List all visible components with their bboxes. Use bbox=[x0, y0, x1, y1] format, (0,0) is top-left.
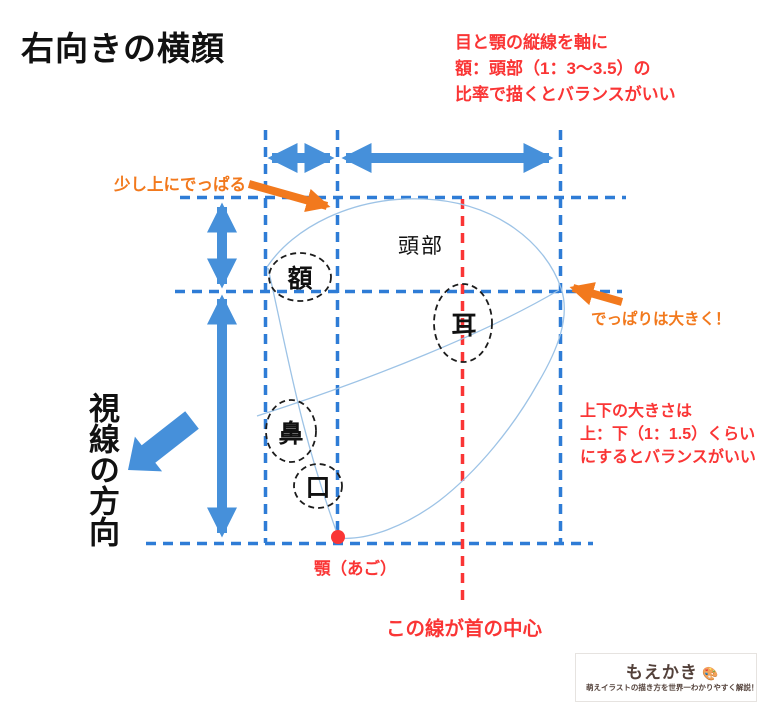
jaw-ear-line bbox=[256, 289, 560, 417]
bump-note-right: でっぱりは大きく！ bbox=[591, 311, 731, 328]
logo-name-row: もえかき 🎨 bbox=[625, 662, 719, 683]
ratio-note-right-line2: 上：下（1：1.5）くらい bbox=[580, 426, 756, 443]
head-outline-curve bbox=[266, 198, 565, 540]
ratio-note-right: 上下の大きさは 上：下（1：1.5）くらい にするとバランスがいい bbox=[580, 400, 756, 469]
logo-tagline: 萌えイラストの描き方を世界一わかりやすく解説！ bbox=[586, 682, 759, 692]
ratio-note-top-line3: 比率で描くとバランスがいい bbox=[455, 85, 676, 104]
ratio-note-right-line1: 上下の大きさは bbox=[580, 403, 693, 420]
pointer-arrow-backhead-bump bbox=[569, 282, 624, 306]
label-ear: 耳 bbox=[451, 312, 477, 340]
ratio-note-top: 目と顎の縦線を軸に 額：頭部（1：3〜3.5）の 比率で描くとバランスがいい bbox=[455, 30, 676, 108]
pointer-arrow-forehead-bump bbox=[247, 180, 331, 213]
logo-text-block: もえかき 🎨 萌えイラストの描き方を世界一わかりやすく解説！ bbox=[586, 662, 759, 692]
label-forehead: 額 bbox=[287, 265, 313, 293]
label-nose: 鼻 bbox=[278, 420, 304, 448]
face-profile-line bbox=[267, 267, 339, 537]
neck-center-note: この線が首の中心 bbox=[386, 618, 543, 640]
label-head: 頭部 bbox=[398, 235, 444, 258]
palette-icon: 🎨 bbox=[702, 665, 719, 681]
forehead-ellipse bbox=[268, 252, 332, 302]
bump-note-top: 少し上にでっぱる bbox=[114, 176, 246, 194]
ear-ellipse bbox=[433, 283, 493, 363]
gaze-direction-text: 視線の方向 bbox=[84, 392, 119, 547]
page-title: 右向きの横顔 bbox=[21, 30, 225, 67]
site-logo: もえかき 🎨 萌えイラストの描き方を世界一わかりやすく解説！ bbox=[575, 653, 759, 702]
chin-point-dot bbox=[331, 530, 345, 544]
logo-name: もえかき bbox=[625, 662, 698, 682]
ratio-note-top-line1: 目と顎の縦線を軸に bbox=[455, 33, 608, 52]
nose-ellipse bbox=[265, 399, 317, 463]
gaze-direction-arrow bbox=[128, 411, 199, 472]
label-mouth: 口 bbox=[305, 474, 331, 502]
ratio-note-right-line3: にするとバランスがいい bbox=[580, 449, 756, 466]
label-chin: 顎（あご） bbox=[314, 560, 397, 578]
ratio-note-top-line2: 額：頭部（1：3〜3.5）の bbox=[455, 59, 651, 78]
mouth-ellipse bbox=[293, 463, 343, 509]
